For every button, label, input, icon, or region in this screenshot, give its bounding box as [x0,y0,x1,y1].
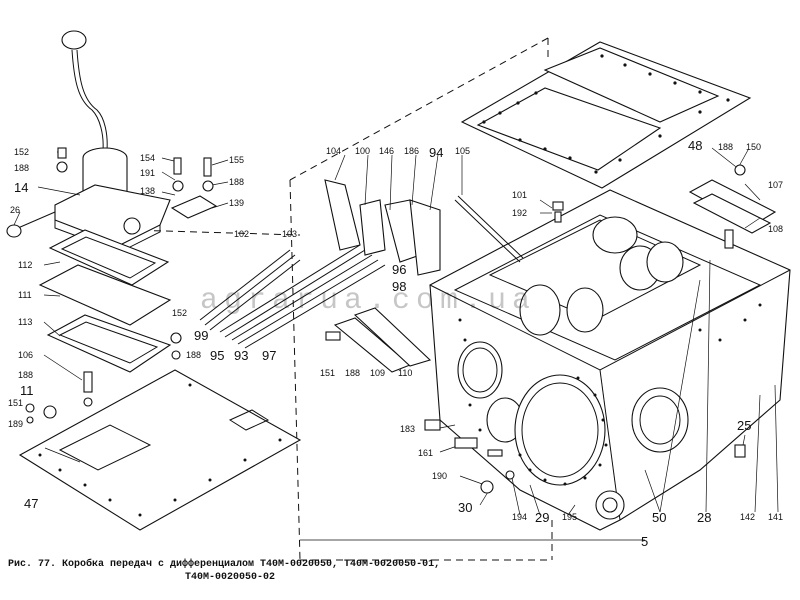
label-47: 47 [24,496,38,511]
label-155: 155 [229,155,244,165]
label-188b: 188 [229,177,244,187]
label-93: 93 [234,348,248,363]
label-188e: 188 [345,368,360,378]
label-190: 190 [432,471,447,481]
label-25: 25 [737,418,751,433]
label-103: 103 [282,229,297,239]
label-101: 101 [512,190,527,200]
shift-lever-assembly [6,30,171,253]
shift-rods [199,244,386,349]
label-139: 139 [229,198,244,208]
part-labels: 152 188 14 26 154 191 138 155 188 139 11… [8,138,783,549]
label-151a: 151 [8,398,23,408]
label-112: 112 [18,260,32,270]
label-141: 141 [768,512,783,522]
label-152b: 152 [172,308,187,318]
figure-caption-line1: Рис. 77. Коробка передач с дифференциало… [8,557,440,570]
label-111: 111 [18,290,32,300]
label-161: 161 [418,448,433,458]
bottom-plate [18,369,302,531]
label-188a: 188 [14,163,29,173]
label-188f: 188 [718,142,733,152]
label-192: 192 [512,208,527,218]
label-105: 105 [455,146,470,156]
label-5: 5 [641,534,648,549]
label-188d: 188 [186,350,201,360]
rod-cover [333,307,432,373]
label-100: 100 [355,146,370,156]
label-106: 106 [18,350,33,360]
label-109: 109 [370,368,385,378]
figure-caption-line2: Т40М-0020050-02 [185,572,275,583]
fasteners [25,147,746,494]
label-195: 195 [562,512,577,522]
assembly-dash-lines [129,37,553,561]
side-cover [688,179,777,234]
label-28: 28 [697,510,711,525]
label-110: 110 [398,368,412,378]
label-50: 50 [652,510,666,525]
gearbox-housing [429,189,791,531]
label-94: 94 [429,145,443,160]
label-99: 99 [194,328,208,343]
label-138: 138 [140,186,155,196]
watermark-text: agrarua.com.ua [200,284,536,318]
leader-lines [13,147,779,541]
label-108: 108 [768,224,783,234]
label-95: 95 [210,348,224,363]
label-104: 104 [326,146,341,156]
label-97: 97 [262,348,276,363]
label-102: 102 [234,229,249,239]
label-96: 96 [392,262,406,277]
label-14: 14 [14,180,28,195]
label-29: 29 [535,510,549,525]
label-98: 98 [392,279,406,294]
label-113: 113 [18,317,32,327]
label-30: 30 [458,500,472,515]
lever-gaskets [38,229,172,373]
label-152a: 152 [14,147,29,157]
label-26: 26 [10,205,20,215]
label-11: 11 [20,383,34,398]
shift-forks [324,179,524,276]
label-142: 142 [740,512,755,522]
label-186: 186 [404,146,419,156]
label-150: 150 [746,142,761,152]
label-48: 48 [688,138,702,153]
label-107: 107 [768,180,783,190]
label-146: 146 [379,146,394,156]
label-188c: 188 [18,370,33,380]
label-189: 189 [8,419,23,429]
top-cover-plate [460,41,752,189]
label-154: 154 [140,153,155,163]
label-183: 183 [400,424,415,434]
label-194: 194 [512,512,527,522]
label-191: 191 [140,168,155,178]
label-151b: 151 [320,368,335,378]
